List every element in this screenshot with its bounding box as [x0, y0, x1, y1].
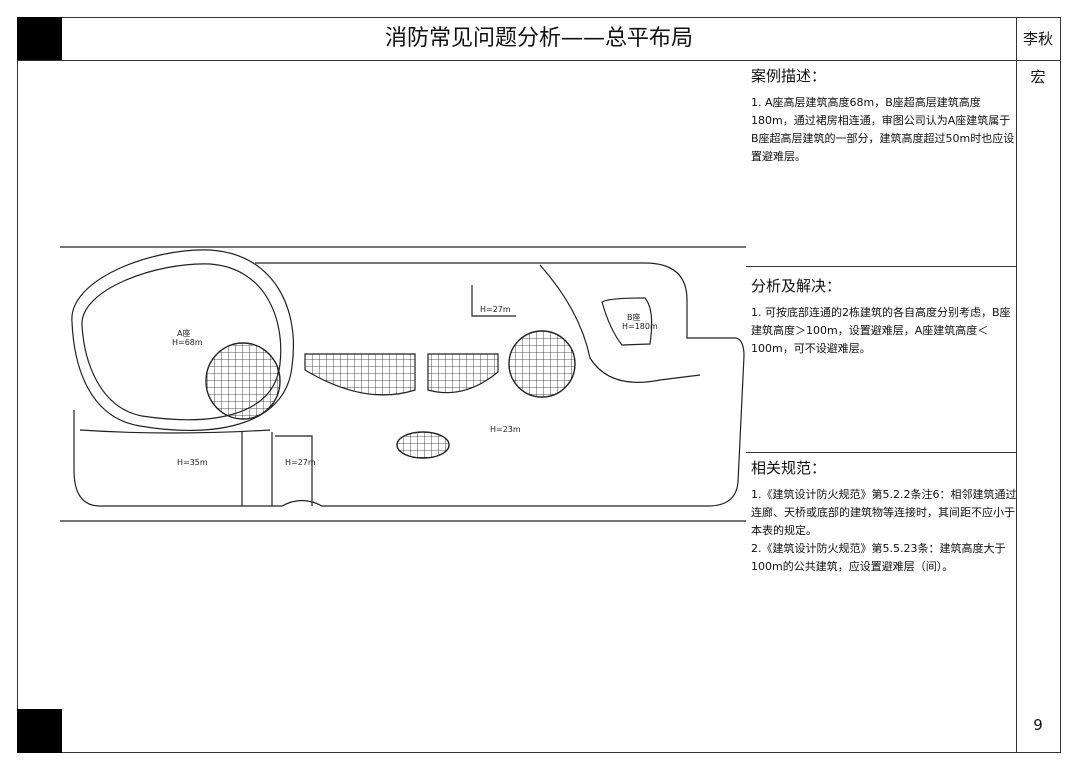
- norms-heading: 相关规范：: [751, 459, 827, 477]
- norms-list: 1.《建筑设计防火规范》第5.2.2条注6：相邻建筑通过连廊、天桥或底部的建筑物…: [751, 486, 1017, 576]
- skylight-left: [304, 353, 416, 396]
- h23-label: H=23m: [490, 425, 521, 434]
- page-frame: [17, 17, 1061, 753]
- h35-label: H=35m: [177, 458, 208, 467]
- tower-b-height-label: H=180m: [622, 322, 658, 331]
- title-divider: [17, 60, 1061, 61]
- norm-item-2: 2.《建筑设计防火规范》第5.5.23条：建筑高度大于100m的公共建筑，应设置…: [751, 542, 1006, 573]
- tower-b-zone: [539, 264, 701, 383]
- block-h27-top: [471, 285, 516, 317]
- podium-inner-line: [79, 429, 271, 434]
- author-column-divider: [1016, 17, 1017, 753]
- tower-a-atrium: [205, 342, 281, 420]
- norms-divider: [746, 452, 1016, 453]
- small-atrium: [396, 431, 450, 459]
- author-name: 李秋宏: [1022, 30, 1053, 86]
- case-text: 1. A座高层建筑高度68m，B座超高层建筑高度180m，通过裙房相连通，审图公…: [751, 96, 1015, 163]
- tower-a-inner-outline: [81, 263, 282, 421]
- tower-a-label: A座: [177, 328, 190, 338]
- corner-block-top: [17, 17, 62, 61]
- skylight-right: [427, 353, 499, 394]
- tower-b-label: B座: [627, 312, 641, 322]
- block-h27-bottom: [275, 435, 313, 506]
- podium-outline: [73, 262, 745, 507]
- analysis-heading: 分析及解决：: [751, 277, 842, 295]
- podium-atrium: [508, 330, 576, 398]
- h27-top-label: H=27m: [480, 305, 511, 314]
- analysis-divider: [746, 266, 1016, 267]
- page-number: 9: [1033, 716, 1043, 734]
- tower-a-height-label: H=68m: [172, 338, 203, 347]
- corner-block-bottom: [17, 709, 62, 753]
- tower-a-outline: [71, 249, 294, 431]
- page-title: 消防常见问题分析——总平布局: [384, 26, 693, 51]
- analysis-text: 1. 可按底部连通的2栋建筑的各自高度分别考虑，B座建筑高度＞100m，设置避难…: [751, 306, 1011, 355]
- site-plan-drawing: A座 H=68m B座 H=180m H=27m H=23m H=35m H=2…: [60, 246, 746, 522]
- case-heading: 案例描述：: [751, 67, 827, 85]
- h27-bottom-label: H=27m: [285, 458, 316, 467]
- norm-item-1: 1.《建筑设计防火规范》第5.2.2条注6：相邻建筑通过连廊、天桥或底部的建筑物…: [751, 488, 1017, 537]
- tower-b-outline: [601, 297, 653, 346]
